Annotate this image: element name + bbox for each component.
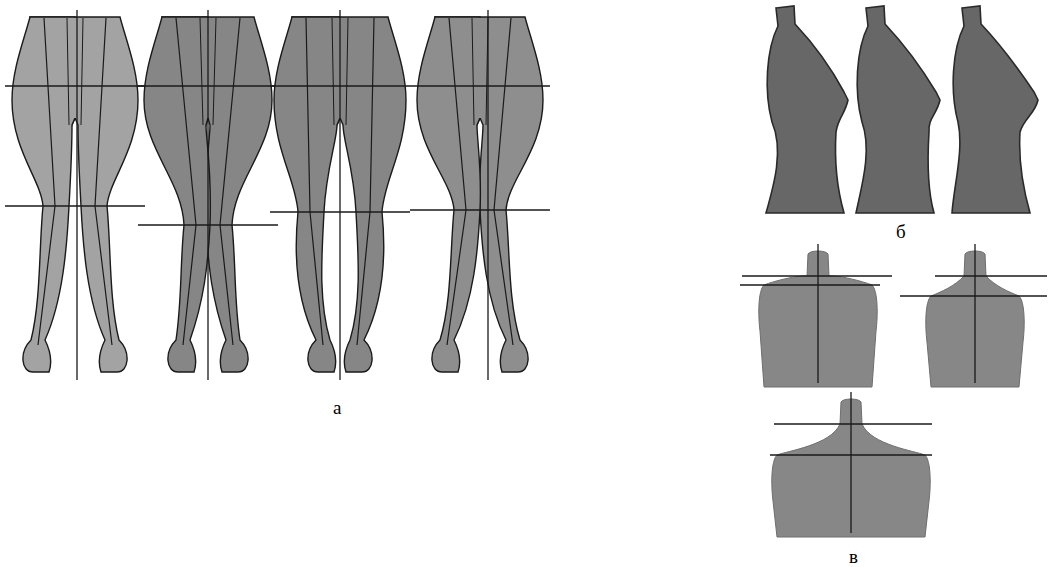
hip-line: [270, 85, 410, 86]
neck-line: [742, 275, 892, 276]
panel-letter: в: [849, 547, 858, 566]
hip-line: [5, 85, 145, 86]
hip-line: [138, 85, 278, 86]
knee-line: [5, 205, 145, 206]
inner-line: [81, 18, 83, 125]
leg-axis-line: [176, 18, 196, 345]
leg-axis-line: [306, 18, 323, 345]
center-axis: [76, 10, 77, 380]
leg-axis-line: [447, 18, 466, 345]
knee-line: [410, 209, 550, 210]
left-leg-shape: [274, 17, 340, 372]
inner-line: [472, 18, 474, 125]
leg-axis-line: [357, 18, 374, 345]
panel-letter: б: [896, 222, 906, 241]
center-axis: [817, 244, 818, 383]
center-axis: [339, 10, 340, 380]
center-axis: [850, 392, 851, 533]
neck-line: [935, 275, 1047, 276]
leg-axis-line: [95, 18, 112, 345]
shoulder-line: [900, 295, 1047, 296]
left-leg-shape: [12, 17, 75, 372]
center-axis: [974, 244, 975, 383]
shoulder-line: [740, 284, 880, 285]
torso-profile: [856, 6, 940, 213]
left-leg-shape: [144, 17, 210, 372]
hip-line: [410, 85, 550, 86]
inner-line: [200, 18, 203, 125]
leg-axis-line: [494, 18, 513, 345]
inner-line: [332, 18, 334, 125]
knee-line: [270, 211, 410, 212]
knee-line: [138, 224, 278, 225]
leg-axis-line: [220, 18, 240, 345]
left-leg-shape: [417, 17, 480, 372]
leg-axis-line: [38, 18, 55, 345]
center-axis: [487, 10, 488, 380]
seam-cover: [478, 18, 482, 118]
inner-line: [346, 18, 348, 125]
torso-profile: [766, 6, 848, 213]
center-axis: [207, 10, 208, 380]
inner-line: [67, 18, 69, 125]
neck-line: [774, 423, 932, 424]
shoulder-line: [770, 454, 932, 455]
panel-letter: а: [333, 398, 341, 417]
inner-line: [213, 18, 216, 125]
torso-profile: [952, 6, 1038, 213]
